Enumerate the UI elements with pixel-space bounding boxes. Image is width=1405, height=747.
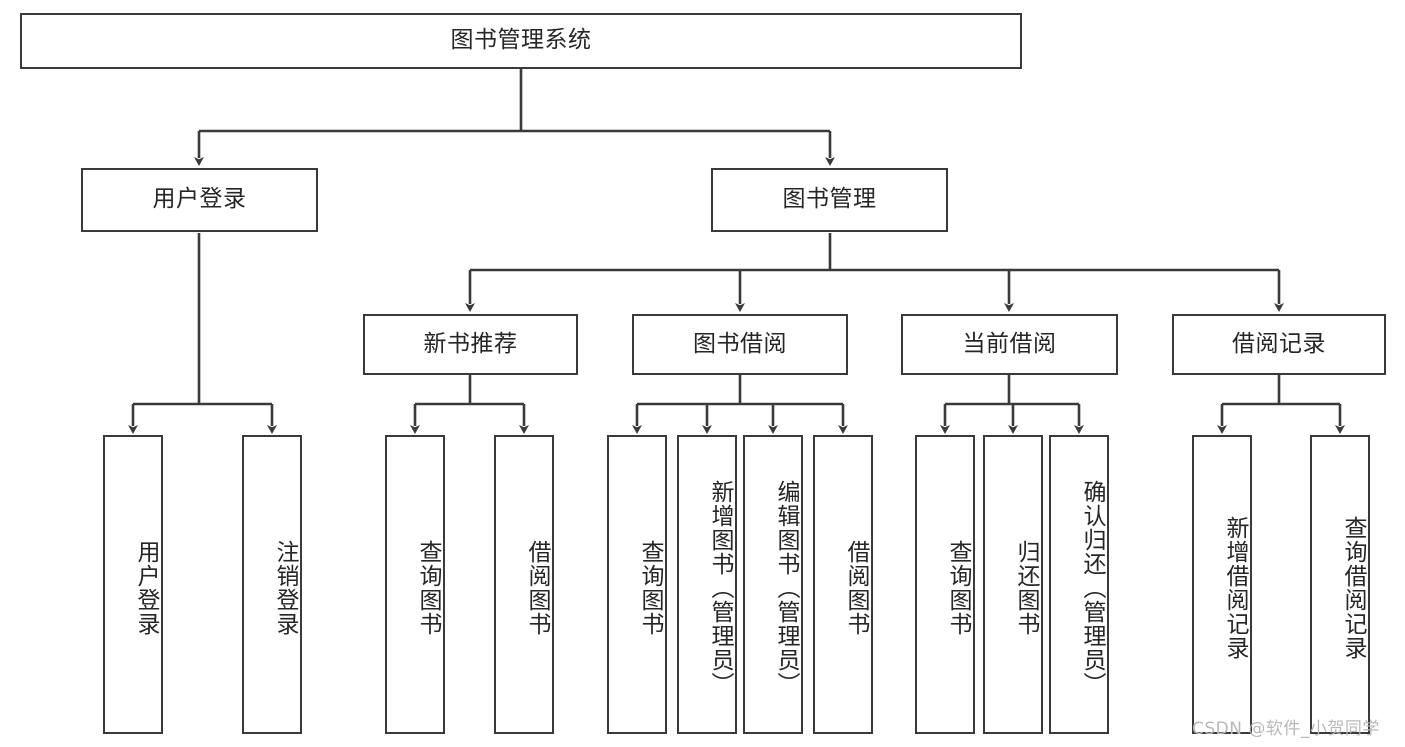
leaf-user-login-login[interactable]: 用户登录 <box>103 435 163 734</box>
node-label: 借阅记录 <box>1232 330 1326 357</box>
node-label: 查询图书 <box>415 539 441 636</box>
node-label: 归还图书 <box>1013 539 1039 636</box>
node-label: 借阅图书 <box>843 539 869 636</box>
node-label: 新书推荐 <box>423 330 518 357</box>
leaf-current-return-book[interactable]: 归还图书 <box>983 435 1043 734</box>
leaf-borrow-borrow-book[interactable]: 借阅图书 <box>813 435 873 734</box>
node-label: 注销登录 <box>272 539 298 636</box>
node-label: 用户登录 <box>133 539 159 636</box>
node-label: 图书借阅 <box>693 330 787 357</box>
node-label: 借阅图书 <box>524 539 550 636</box>
leaf-new-book-query[interactable]: 查询图书 <box>385 435 445 734</box>
node-label: 当前借阅 <box>962 330 1057 357</box>
node-label: 图书管理 <box>782 186 877 213</box>
node-label: 新增图书（管理员） <box>707 479 733 696</box>
node-label: 确认归还（管理员） <box>1079 479 1105 696</box>
node-label: 图书管理系统 <box>450 27 592 54</box>
node-user-login[interactable]: 用户登录 <box>81 168 318 232</box>
node-new-book-recommendation[interactable]: 新书推荐 <box>363 314 578 375</box>
leaf-record-query-record[interactable]: 查询借阅记录 <box>1310 435 1370 734</box>
node-borrowing-record[interactable]: 借阅记录 <box>1172 314 1386 375</box>
node-current-borrowing[interactable]: 当前借阅 <box>901 314 1118 375</box>
node-label: 编辑图书（管理员） <box>773 479 799 696</box>
leaf-borrow-query-book[interactable]: 查询图书 <box>607 435 667 734</box>
node-root-book-management-system[interactable]: 图书管理系统 <box>20 13 1022 69</box>
leaf-current-query-book[interactable]: 查询图书 <box>915 435 975 734</box>
leaf-record-add-record[interactable]: 新增借阅记录 <box>1192 435 1252 734</box>
leaf-user-login-logout[interactable]: 注销登录 <box>242 435 302 734</box>
leaf-new-book-borrow[interactable]: 借阅图书 <box>494 435 554 734</box>
node-label: 查询借阅记录 <box>1340 515 1366 660</box>
leaf-borrow-edit-book-admin[interactable]: 编辑图书（管理员） <box>743 435 803 734</box>
leaf-borrow-add-book-admin[interactable]: 新增图书（管理员） <box>677 435 737 734</box>
node-book-borrowing[interactable]: 图书借阅 <box>632 314 848 375</box>
node-label: 用户登录 <box>152 186 247 213</box>
node-label: 新增借阅记录 <box>1222 515 1248 660</box>
node-book-management[interactable]: 图书管理 <box>711 168 948 232</box>
leaf-current-confirm-return-admin[interactable]: 确认归还（管理员） <box>1049 435 1109 734</box>
csdn-watermark: CSDN @软件_小贺同学 <box>1192 719 1380 739</box>
node-label: 查询图书 <box>637 539 663 636</box>
node-label: 查询图书 <box>945 539 971 636</box>
